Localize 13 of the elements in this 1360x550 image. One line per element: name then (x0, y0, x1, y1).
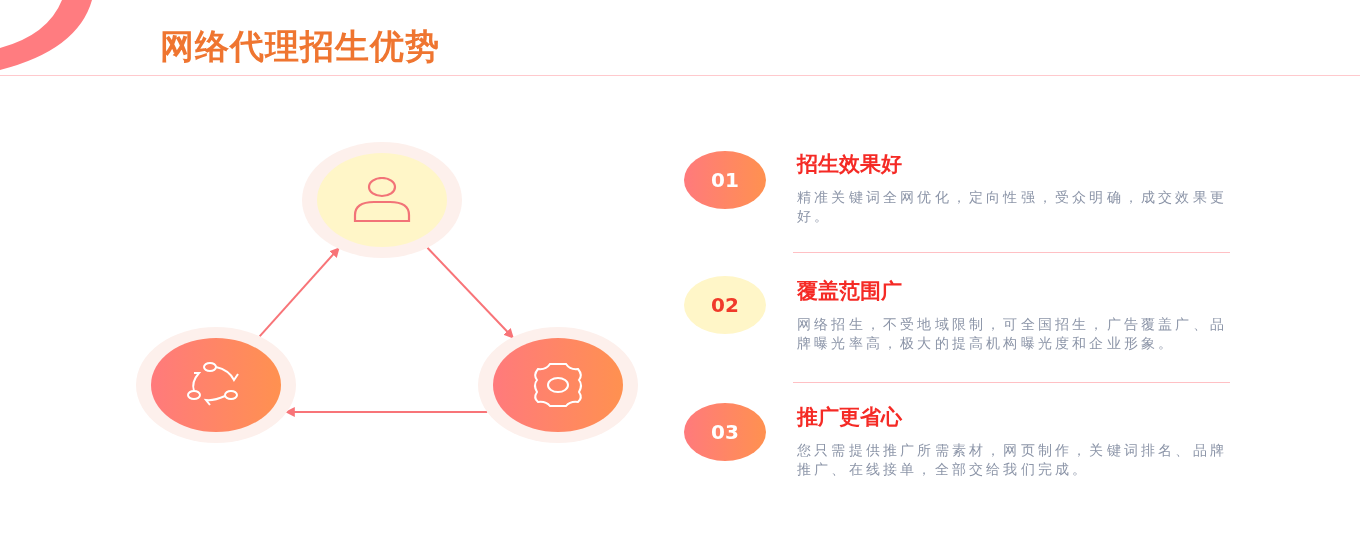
page-title: 网络代理招生优势 (160, 25, 440, 68)
arrow (426, 246, 514, 339)
item-description: 精准关键词全网优化，定向性强，受众明确，成交效果更好。 (797, 188, 1228, 226)
item-description: 网络招生，不受地域限制，可全国招生，广告覆盖广、品牌曝光率高，极大的提高机构曝光度和企业形象。 (797, 315, 1228, 353)
item-heading: 招生效果好 (797, 151, 902, 178)
item-description: 您只需提供推广所需素材，网页制作，关键词排名、品牌推广、在线接单，全部交给我们完成。 (797, 441, 1228, 479)
item-heading: 覆盖范围广 (797, 278, 902, 305)
number-badge: 03 (684, 403, 766, 461)
arrow (258, 247, 340, 338)
item-heading: 推广更省心 (797, 404, 902, 431)
arrow (284, 407, 489, 417)
number-badge: 02 (684, 276, 766, 334)
number-badge: 01 (684, 151, 766, 209)
